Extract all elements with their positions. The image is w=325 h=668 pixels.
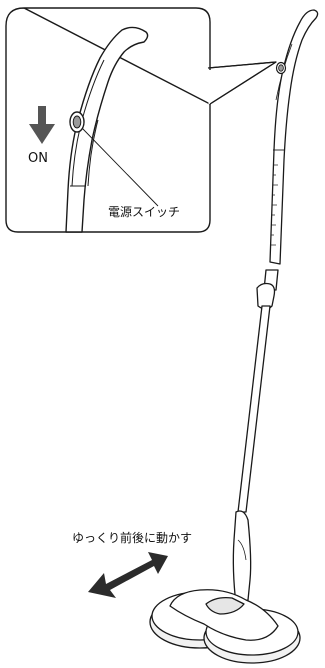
mop-head xyxy=(149,589,301,664)
instruction-label: ゆっくり前後に動かす xyxy=(72,531,193,545)
handle-power-switch xyxy=(275,61,287,75)
zoomed-power-switch xyxy=(69,111,85,133)
switch-leader-line xyxy=(81,127,159,207)
down-arrow-icon xyxy=(29,106,55,144)
main-handle xyxy=(232,9,319,605)
callout-box xyxy=(5,7,277,233)
on-label: ON xyxy=(28,151,48,166)
power-switch-label: 電源スイッチ xyxy=(108,205,181,219)
double-headed-arrow-icon xyxy=(88,552,168,598)
